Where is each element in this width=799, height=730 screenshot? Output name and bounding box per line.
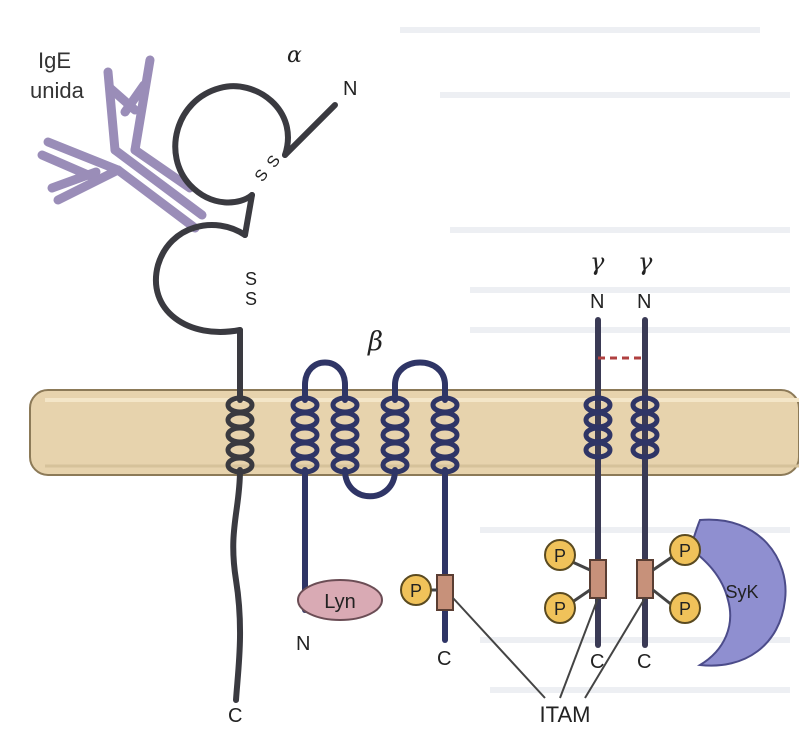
beta-label: β: [367, 327, 383, 357]
alpha-cytoplasmic-tail: [233, 470, 240, 700]
gamma-right-phospho-1: P: [670, 535, 700, 565]
alpha-n-terminal: N: [343, 78, 357, 100]
beta-phospho-label: P: [410, 581, 422, 601]
syk-kinase: SyK: [690, 520, 786, 666]
ige-label-line1: IgE: [38, 48, 71, 73]
ss-upper-s1: S: [252, 167, 272, 185]
membrane-bilayer: [30, 390, 799, 475]
beta-itam-box: [437, 575, 453, 610]
gamma-left-phospho-1-label: P: [554, 546, 566, 566]
gamma-left-n-terminal: N: [590, 291, 604, 313]
gamma-left-label: γ: [590, 248, 605, 276]
ss-lower-s1: S: [245, 269, 257, 289]
beta-phospho: P: [401, 575, 431, 605]
gamma-right-label: γ: [638, 248, 653, 276]
alpha-c-terminal: C: [228, 705, 242, 725]
gamma-left-itam-box: [590, 560, 606, 598]
itam-label: ITAM: [540, 702, 591, 725]
alpha-domain-1: [175, 86, 288, 202]
beta-c-terminal: C: [437, 648, 451, 670]
gamma-right-n-terminal: N: [637, 291, 651, 313]
gamma-left-phospho-1: P: [545, 540, 575, 570]
gamma-right-phospho-link-2: [653, 590, 672, 605]
ige-label-line2: unida: [30, 78, 85, 103]
gamma-left-phospho-2-label: P: [554, 599, 566, 619]
cell-membrane: [30, 390, 799, 475]
gamma-right-phospho-2: P: [670, 593, 700, 623]
lyn-kinase: Lyn: [298, 580, 382, 620]
alpha-n-arm: [285, 105, 335, 155]
alpha-label: α: [287, 43, 302, 68]
gamma-right-c-terminal: C: [637, 651, 651, 673]
beta-n-terminal: N: [296, 633, 310, 655]
gamma-right-phospho-1-label: P: [679, 541, 691, 561]
alpha-domain-2: [156, 225, 245, 332]
gamma-left-phospho-2: P: [545, 593, 575, 623]
ss-lower-s2: S: [245, 289, 257, 309]
gamma-right-phospho-link-1: [653, 557, 672, 570]
lyn-label: Lyn: [324, 591, 356, 613]
gamma-right-itam-box: [637, 560, 653, 598]
gamma-right-phospho-2-label: P: [679, 599, 691, 619]
ss-upper-s2: S: [264, 153, 284, 171]
syk-label: SyK: [725, 582, 758, 602]
